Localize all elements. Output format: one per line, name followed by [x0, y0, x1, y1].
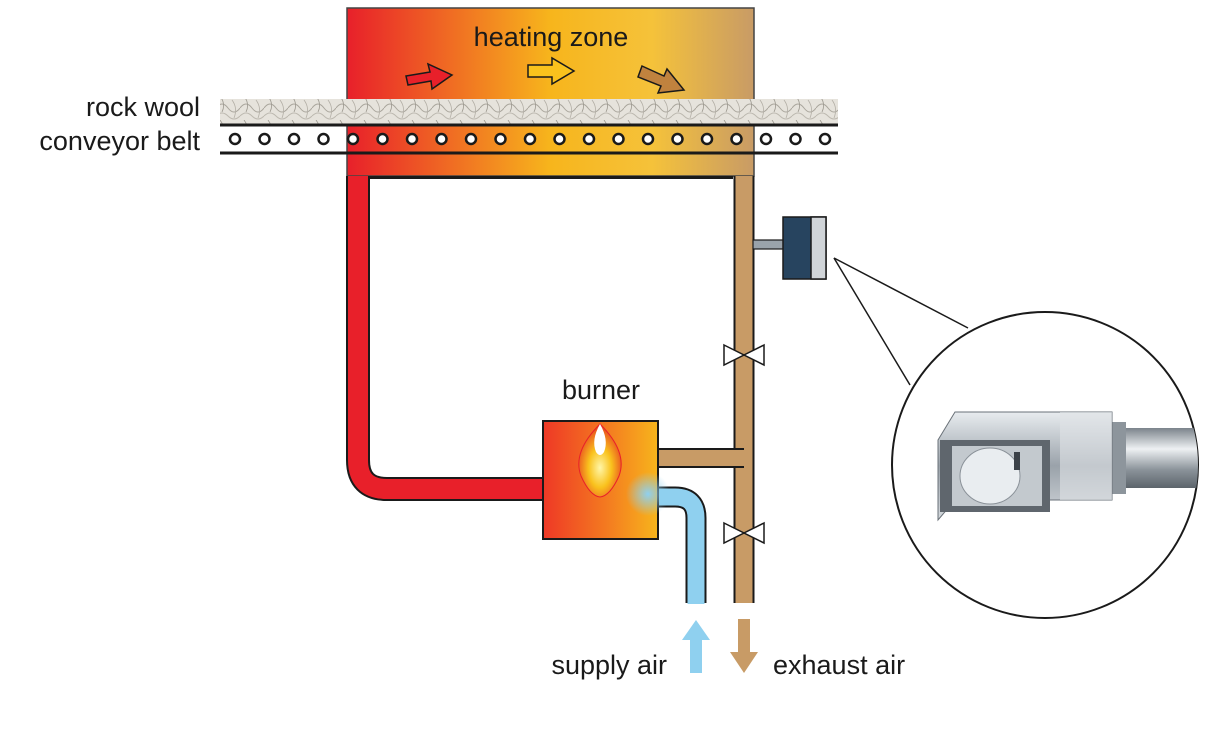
- flow-arrow-icon: [405, 62, 454, 91]
- flow-arrow-icon: [637, 64, 686, 94]
- conveyor-roller: [317, 132, 330, 146]
- conveyor-roller: [494, 132, 507, 146]
- conveyor-roller: [553, 132, 566, 146]
- sensor-box-icon: [752, 216, 827, 280]
- conveyor-roller: [435, 132, 448, 146]
- conveyor-roller: [789, 132, 802, 146]
- flame-icon: [578, 423, 622, 498]
- supply-air-arrow-icon: [682, 620, 710, 673]
- burner-label: burner: [562, 375, 640, 405]
- conveyor-roller: [287, 132, 301, 146]
- conveyor-roller: [818, 132, 832, 146]
- flow-arrow-icon: [527, 56, 576, 86]
- rock-wool-layer: [220, 99, 838, 125]
- conveyor-roller: [671, 132, 684, 146]
- conveyor-roller: [464, 132, 478, 146]
- exhaust-air-arrow-icon: [730, 619, 758, 673]
- hot-air-duct: [346, 176, 545, 501]
- conveyor-roller: [228, 132, 242, 146]
- conveyor-roller: [612, 132, 625, 146]
- conveyor-roller: [405, 132, 419, 146]
- supply-air-duct: [656, 486, 707, 604]
- conveyor-roller: [730, 132, 743, 146]
- butterfly-valve-icon: [723, 343, 765, 367]
- conveyor-roller: [376, 132, 389, 146]
- sensor-detail-image: [937, 411, 1198, 522]
- heating-zone-chamber: [346, 7, 755, 177]
- supply-air-label: supply air: [551, 650, 667, 680]
- heating-zone-label: heating zone: [474, 22, 629, 52]
- rock-wool-label: rock wool: [86, 92, 200, 122]
- conveyor-roller: [641, 132, 655, 146]
- conveyor-roller: [523, 132, 537, 146]
- butterfly-valve-icon: [723, 521, 765, 545]
- conveyor-roller: [258, 132, 271, 146]
- conveyor-belt-label: conveyor belt: [39, 126, 200, 156]
- exhaust-air-label: exhaust air: [773, 650, 905, 680]
- conveyor-roller: [346, 132, 360, 146]
- conveyor-roller: [700, 132, 714, 146]
- conveyor-roller: [582, 132, 596, 146]
- conveyor-roller: [759, 132, 773, 146]
- exhaust-duct: [656, 176, 755, 603]
- conveyor-belt: [220, 123, 838, 155]
